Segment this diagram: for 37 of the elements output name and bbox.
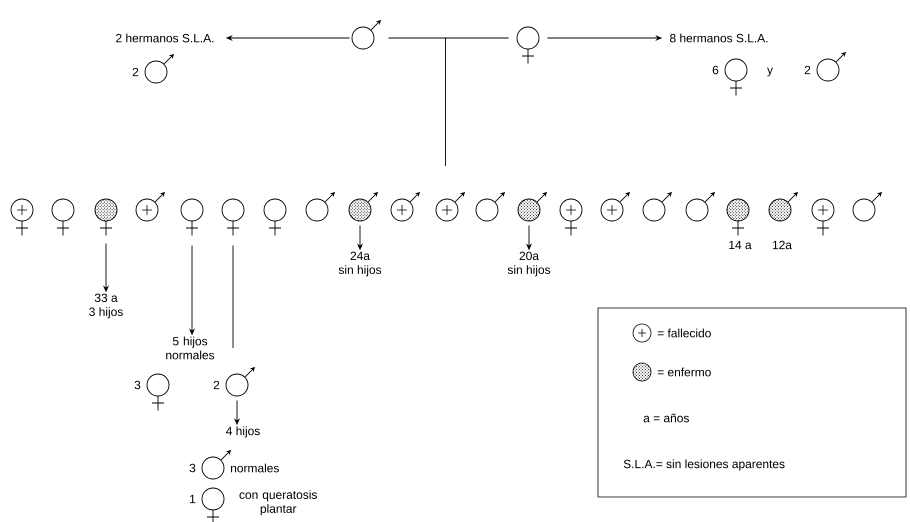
relatives-label: 8 hermanos S.L.A. [670, 34, 768, 42]
count-number: 1 [190, 494, 196, 504]
connector-line [232, 245, 234, 348]
female-symbol [52, 198, 74, 236]
female-symbol [560, 198, 582, 236]
female-symbol [202, 488, 224, 522]
female-symbol [264, 198, 286, 236]
note-text: normales [231, 464, 279, 472]
legend-text: = enfermo [658, 368, 711, 376]
female-symbol [812, 198, 834, 236]
female-symbol [180, 198, 204, 236]
pedigree-note: 24a sin hijos [338, 252, 382, 276]
female-symbol [146, 374, 170, 411]
pedigree-note: 33 a 3 hijos [89, 294, 123, 318]
count-number: 2 [804, 66, 810, 74]
pedigree-note: 5 hijos normales [166, 336, 214, 360]
female-symbol [94, 198, 118, 236]
count-number: 3 [190, 464, 196, 472]
relatives-label: 2 hermanos S.L.A. [116, 34, 214, 42]
relatives-label: 4 hijos [226, 426, 260, 438]
legend-text: = fallecido [658, 328, 711, 338]
pedigree-note: 20a sin hijos [508, 252, 550, 276]
female-symbol [724, 58, 748, 96]
count-number: 2 [132, 68, 138, 76]
count-number: 6 [712, 66, 718, 74]
age-label: 14 a [729, 240, 752, 250]
age-label: 12a [772, 240, 792, 250]
conjunction-text: y [767, 68, 773, 76]
female-symbol [222, 198, 244, 236]
legend-text: a = años [644, 414, 689, 422]
female-symbol [516, 26, 540, 64]
count-number: 2 [214, 380, 220, 390]
female-symbol [726, 198, 750, 236]
count-number: 3 [134, 380, 140, 390]
note-text: con queratosis plantar [240, 490, 317, 516]
female-symbol [10, 198, 34, 236]
legend-text: S.L.A.= sin lesiones aparentes [624, 459, 785, 471]
